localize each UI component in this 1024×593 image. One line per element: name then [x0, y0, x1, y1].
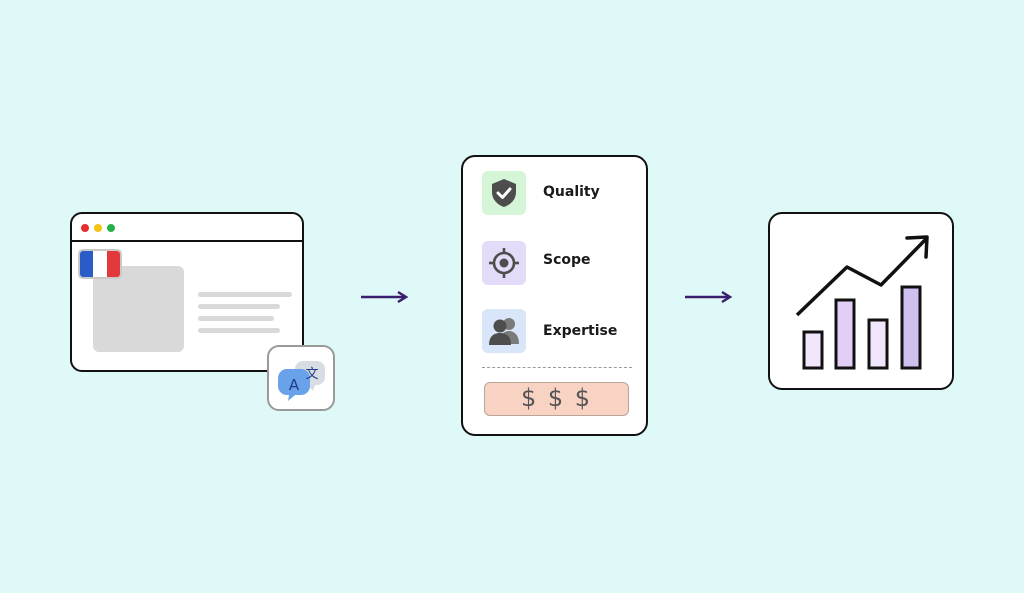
svg-text:A: A	[289, 376, 300, 394]
growth-bar	[900, 285, 922, 370]
image-placeholder	[93, 266, 184, 352]
factor-label-quality: Quality	[543, 184, 600, 200]
trend-arrowhead	[905, 235, 929, 259]
target-icon	[482, 241, 526, 285]
text-line	[198, 316, 274, 321]
cost-factors-card: Quality Scope Expertise $ $ $	[461, 155, 648, 436]
cost-indicator: $ $ $	[484, 382, 629, 416]
users-icon	[482, 309, 526, 353]
text-line	[198, 292, 292, 297]
trend-line	[795, 237, 928, 317]
growth-bar	[867, 318, 889, 370]
growth-bar	[802, 330, 824, 370]
dashed-divider	[482, 367, 632, 368]
shield-check-icon	[482, 171, 526, 215]
translate-icon: 文 A	[267, 345, 335, 411]
factor-label-expertise: Expertise	[543, 323, 618, 339]
right-arrow-icon	[684, 290, 734, 304]
minimize-dot	[94, 224, 102, 232]
factor-label-scope: Scope	[543, 252, 591, 268]
france-flag-icon	[78, 249, 122, 279]
text-line	[198, 304, 280, 309]
browser-window	[70, 212, 304, 372]
growth-bar	[834, 298, 856, 370]
bar-chart-trend-up-icon	[768, 212, 954, 390]
svg-text:文: 文	[305, 367, 318, 382]
close-dot	[81, 224, 89, 232]
browser-title-bar	[72, 214, 302, 242]
maximize-dot	[107, 224, 115, 232]
text-line	[198, 328, 280, 333]
right-arrow-icon	[360, 290, 410, 304]
